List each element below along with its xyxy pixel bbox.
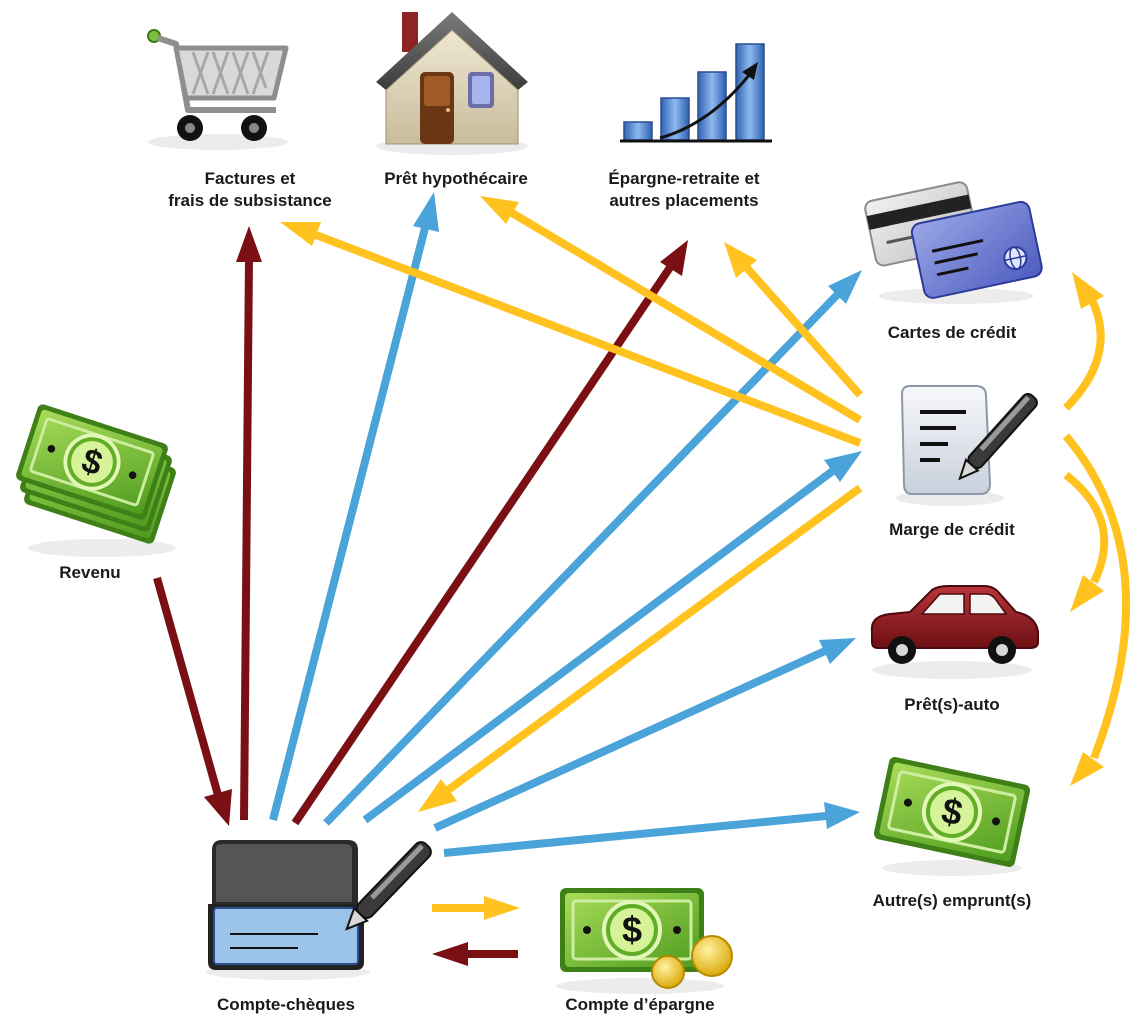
label-factures-line1: Factures et <box>204 169 296 188</box>
label-cartes-credit-line1: Cartes de crédit <box>887 323 1017 342</box>
label-revenu-line1: Revenu <box>59 563 121 582</box>
arrow-marge-to-cartes <box>1063 298 1105 411</box>
arrow-cheques-to-cartes <box>323 291 841 826</box>
income-arrows <box>153 226 688 966</box>
arrow-cheques-to-auto <box>433 647 827 832</box>
arrow-marge-to-factures <box>314 231 862 447</box>
label-epargne-retraite-line1: Épargne-retraite et <box>608 169 760 188</box>
growth-bar-chart-icon <box>620 43 772 143</box>
arrow-revenu-to-cheques <box>153 576 222 797</box>
label-pret-auto: Prêt(s)-auto <box>852 694 1052 716</box>
label-compte-cheques: Compte-chèques <box>186 994 386 1016</box>
label-compte-epargne: Compte d’épargne <box>530 994 750 1016</box>
label-autres-emprunts-line1: Autre(s) emprunt(s) <box>872 891 1032 910</box>
banknote-coins-icon <box>556 886 733 994</box>
borrowing-arrows <box>269 192 862 857</box>
arrow-marge-to-autres <box>1062 433 1131 760</box>
arrow-cheques-to-marge <box>362 466 837 824</box>
credit-cards-icon <box>864 181 1043 304</box>
arrow-cheques-to-factures <box>240 257 253 821</box>
label-autres-emprunts: Autre(s) emprunt(s) <box>842 890 1062 912</box>
label-epargne-retraite-line2: autres placements <box>609 191 759 210</box>
label-factures-line2: frais de subsistance <box>168 191 332 210</box>
checkbook-icon <box>206 840 432 980</box>
shopping-cart-icon <box>147 29 289 150</box>
flow-arrows <box>153 192 1131 966</box>
label-cartes-credit: Cartes de crédit <box>852 322 1052 344</box>
car-icon <box>870 585 1039 679</box>
label-pret-hypothecaire-line1: Prêt hypothécaire <box>384 169 528 188</box>
label-pret-auto-line1: Prêt(s)-auto <box>904 695 1000 714</box>
document-pen-icon <box>896 385 1038 506</box>
arrow-cheques-to-epargne-retraite <box>291 263 675 826</box>
arrow-marge-to-auto <box>1063 471 1109 584</box>
label-marge-credit-line1: Marge de crédit <box>889 520 1015 539</box>
credit-arrows <box>280 196 1131 920</box>
label-revenu: Revenu <box>30 562 150 584</box>
label-epargne-retraite: Épargne-retraite et autres placements <box>574 168 794 212</box>
arrow-marge-to-pret-hypothecaire <box>509 209 863 424</box>
label-marge-credit: Marge de crédit <box>852 519 1052 541</box>
arrow-cheques-to-pret-hypothecaire <box>269 227 429 821</box>
label-compte-epargne-line1: Compte d’épargne <box>565 995 715 1014</box>
label-compte-cheques-line1: Compte-chèques <box>217 995 355 1014</box>
label-factures: Factures et frais de subsistance <box>140 168 360 212</box>
house-icon <box>376 12 528 155</box>
arrow-marge-to-epargne-retraite <box>744 265 863 398</box>
banknote-icon <box>870 753 1034 876</box>
label-pret-hypothecaire: Prêt hypothécaire <box>356 168 556 190</box>
arrow-cheques-to-autres <box>443 812 827 857</box>
cash-stack-icon <box>12 401 180 557</box>
arrow-marge-to-cheques <box>445 484 863 794</box>
